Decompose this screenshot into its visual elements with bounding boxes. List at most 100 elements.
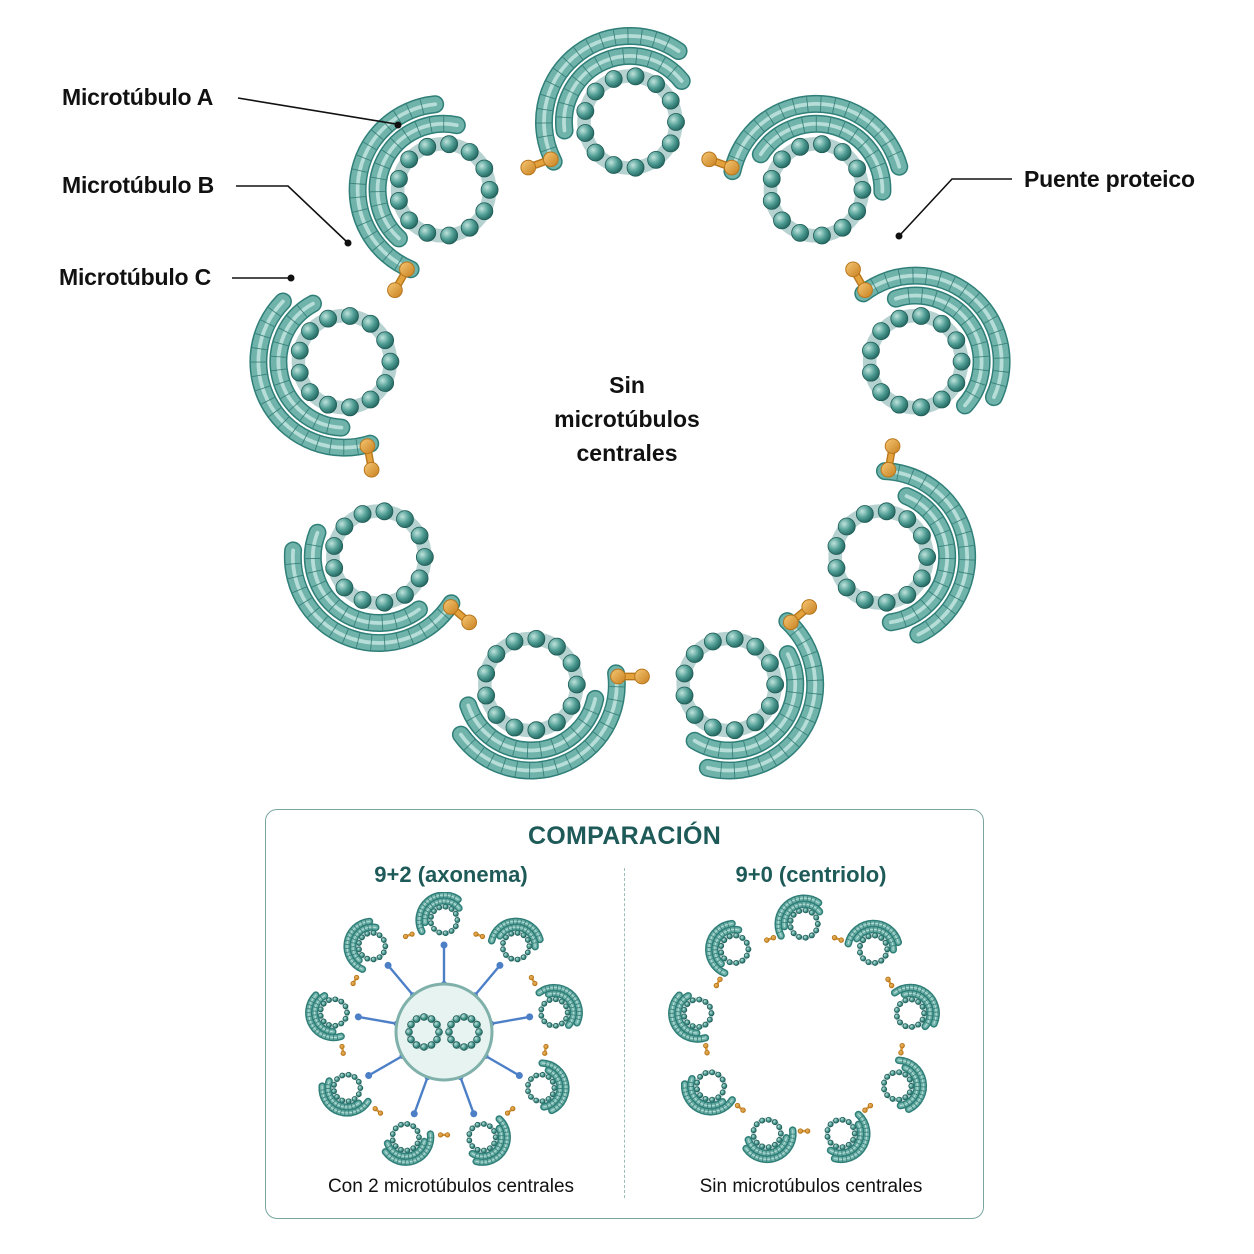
- microtubule-b-arc-cen-6: [686, 1074, 727, 1110]
- triplet-cen-0: [774, 894, 824, 941]
- label-microtubule-a: Microtúbulo A: [62, 84, 214, 110]
- microtubule-a-ring-ax-7: [317, 996, 350, 1029]
- microtubule-a-ring-main-1: [762, 135, 872, 245]
- microtubule-b-arc-ax-7: [310, 992, 337, 1036]
- microtubule-b-arc-main-8: [368, 114, 466, 248]
- centriole-ring: [249, 27, 1011, 780]
- center-line-3: centrales: [576, 440, 678, 466]
- triplet-main-2: [854, 266, 1011, 417]
- microtubule-c-arc-main-0: [535, 27, 688, 171]
- microtubule-b-arc-ax-2: [544, 989, 578, 1029]
- microtubule-c-arc-ax-0: [415, 892, 462, 936]
- centriole-mini-diagram: [668, 894, 940, 1164]
- triplet-ax-4: [466, 1115, 511, 1166]
- microtubule-a-ring-ax-6: [331, 1071, 364, 1105]
- microtubule-b-arc-ax-1: [496, 923, 539, 951]
- leader-line-b: [236, 185, 348, 243]
- microtubule-a-ring-ax-0: [428, 903, 461, 937]
- label-protein-bridge: Puente proteico: [1024, 166, 1195, 192]
- microtubule-a-ring-main-6: [325, 502, 434, 612]
- microtubule-b-arc-ax-6: [324, 1077, 363, 1111]
- label-microtubule-c: Microtúbulo C: [59, 264, 211, 290]
- microtubule-c-arc-ax-6: [318, 1082, 372, 1117]
- microtubule-a-ring-cen-2: [894, 996, 928, 1030]
- cen-bridge-6: [703, 1042, 710, 1056]
- ax-bridge-2: [542, 1043, 549, 1056]
- triplet-main-0: [535, 27, 691, 177]
- comparison-panel: COMPARACIÓN 9+2 (axonema) 9+0 (centriolo…: [265, 809, 984, 1219]
- label-leader-lines: [232, 97, 1012, 282]
- microtubule-c-arc-cen-0: [774, 894, 823, 940]
- ax-bridge-8: [402, 931, 415, 940]
- microtubule-b-arc-cen-4: [826, 1120, 865, 1158]
- microtubule-c-arc-main-6: [283, 541, 461, 652]
- main-bridge-2: [880, 438, 901, 478]
- microtubule-a-ring-cen-8: [718, 932, 752, 966]
- main-bridge-5: [442, 599, 478, 631]
- triplet-cen-8: [705, 919, 752, 977]
- triplet-cen-5: [742, 1116, 797, 1164]
- microtubule-b-arc-main-1: [751, 114, 892, 201]
- microtubule-b-arc-cen-8: [711, 925, 743, 968]
- microtubule-a-ring-ax-8: [356, 930, 389, 963]
- cen-bridge-7: [713, 976, 723, 989]
- central-sheath: [394, 982, 494, 1082]
- main-bridge-7: [387, 261, 415, 298]
- microtubule-a-ring-ax-2: [538, 996, 571, 1029]
- triplet-ax-8: [343, 917, 389, 973]
- center-line-1: Sin: [609, 372, 645, 398]
- ax-bridge-4: [437, 1132, 451, 1138]
- leader-line-bridge: [899, 178, 1012, 236]
- triplet-ax-2: [535, 983, 583, 1029]
- cen-bridge-2: [898, 1042, 905, 1056]
- microtubule-a-ring-ax-1: [500, 930, 533, 963]
- microtubule-b-arc-main-4: [685, 645, 805, 760]
- microtubule-b-arc-main-6: [303, 523, 428, 632]
- triplet-cen-2: [890, 983, 940, 1031]
- triplet-cen-6: [680, 1069, 736, 1116]
- microtubule-c-arc-ax-7: [305, 991, 345, 1042]
- centriole-9-0: [668, 894, 940, 1164]
- microtubule-a-ring-cen-3: [881, 1069, 915, 1103]
- microtubule-c-arc-main-4: [698, 612, 825, 780]
- microtubule-c-arc-cen-8: [705, 919, 736, 977]
- main-bridge-4: [610, 668, 650, 685]
- triplet-cen-7: [668, 991, 715, 1043]
- triplet-main-1: [723, 94, 909, 245]
- center-line-2: microtúbulos: [554, 406, 700, 432]
- comparison-title: COMPARACIÓN: [527, 822, 722, 850]
- axoneme-title: 9+2 (axonema): [374, 862, 528, 887]
- triplet-cen-3: [881, 1056, 928, 1114]
- microtubule-c-arc-cen-3: [894, 1056, 928, 1114]
- microtubule-b-arc-main-7: [269, 294, 351, 437]
- microtubule-a-ring-main-5: [477, 629, 586, 740]
- microtubule-c-arc-ax-8: [343, 917, 374, 973]
- triplet-ax-3: [525, 1059, 570, 1115]
- microtubule-c-arc-main-5: [451, 664, 626, 780]
- microtubule-c-arc-main-7: [249, 292, 380, 457]
- triplet-main-3: [827, 462, 977, 644]
- leader-dot-a: [394, 121, 402, 129]
- microtubule-b-arc-main-3: [881, 487, 957, 632]
- triplet-ax-7: [305, 991, 350, 1042]
- microtubule-a-ring-ax-5: [389, 1121, 422, 1154]
- microtubule-b-arc-ax-5: [383, 1137, 429, 1161]
- microtubule-b-arc-main-2: [886, 286, 991, 415]
- axoneme-diagram: [305, 892, 583, 1166]
- centriole-caption: Sin microtúbulos centrales: [699, 1176, 923, 1197]
- main-bridge-1: [845, 261, 873, 298]
- center-annotation: Sin microtúbulos centrales: [527, 368, 727, 470]
- microtubule-a-ring-main-2: [862, 307, 971, 417]
- label-microtubule-b: Microtúbulo B: [62, 172, 214, 198]
- microtubule-a-ring-cen-6: [694, 1069, 728, 1103]
- leader-dot-bridge: [895, 232, 903, 240]
- panel-divider: [624, 868, 625, 1198]
- microtubule-b-arc-main-0: [555, 47, 691, 140]
- microtubule-c-arc-ax-3: [538, 1059, 570, 1115]
- triplet-ax-0: [415, 892, 463, 937]
- main-bridge-3: [782, 599, 818, 631]
- microtubule-b-arc-main-5: [459, 689, 605, 760]
- radial-spokes: [354, 941, 534, 1118]
- ax-bridge-3: [504, 1105, 516, 1116]
